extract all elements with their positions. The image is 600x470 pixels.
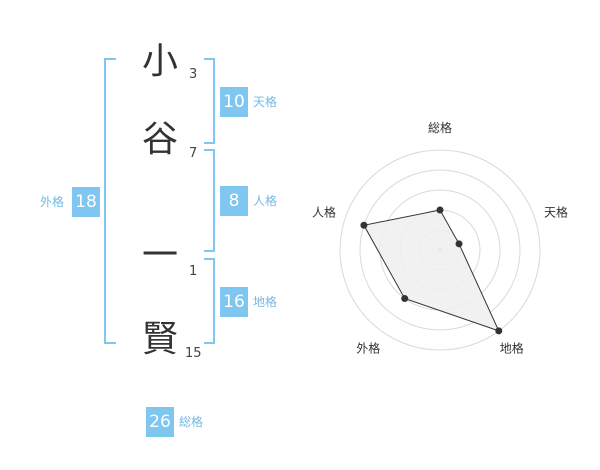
radar-point-2 xyxy=(455,240,463,248)
radar-point-3 xyxy=(495,327,503,335)
radar-point-4 xyxy=(401,295,409,303)
radar-polygon xyxy=(363,209,500,332)
jinkaku-badge: 8 xyxy=(220,186,248,216)
radar-axis-label-3: 地格 xyxy=(500,341,524,356)
jinkaku-label: 人格 xyxy=(253,194,278,208)
name-char-2: 谷 xyxy=(141,119,178,160)
gaikaku-badge: 18 xyxy=(72,187,100,217)
stroke-count-4: 15 xyxy=(185,346,202,361)
tenkaku-badge: 10 xyxy=(220,87,248,117)
gaikaku-bracket xyxy=(104,58,116,344)
chikaku-label: 地格 xyxy=(253,295,278,309)
chikaku-bracket xyxy=(204,258,215,344)
gaikaku-label: 外格 xyxy=(40,195,65,209)
radar-point-1 xyxy=(436,206,444,214)
radar-ring-5 xyxy=(339,149,541,351)
radar-axis-label-5: 人格 xyxy=(312,204,336,219)
chikaku-badge: 16 xyxy=(220,287,248,317)
radar-axis-label-1: 総格 xyxy=(428,120,452,135)
stroke-count-3: 1 xyxy=(189,264,198,279)
radar-points xyxy=(360,206,503,335)
radar-ring-4 xyxy=(359,169,521,331)
soukaku-label: 総格 xyxy=(179,415,204,429)
radar-point-5 xyxy=(360,221,368,229)
radar-axis-label-2: 天格 xyxy=(544,204,568,219)
name-char-3: 一 xyxy=(141,235,178,276)
jinkaku-bracket xyxy=(204,149,215,252)
radar-axis-label-4: 外格 xyxy=(356,341,380,356)
soukaku-badge: 26 xyxy=(146,407,174,437)
stroke-count-2: 7 xyxy=(189,146,198,161)
stroke-count-1: 3 xyxy=(189,67,198,82)
tenkaku-bracket xyxy=(204,58,215,144)
name-char-1: 小 xyxy=(141,41,178,82)
tenkaku-label: 天格 xyxy=(253,95,278,109)
name-char-4: 賢 xyxy=(141,319,178,360)
